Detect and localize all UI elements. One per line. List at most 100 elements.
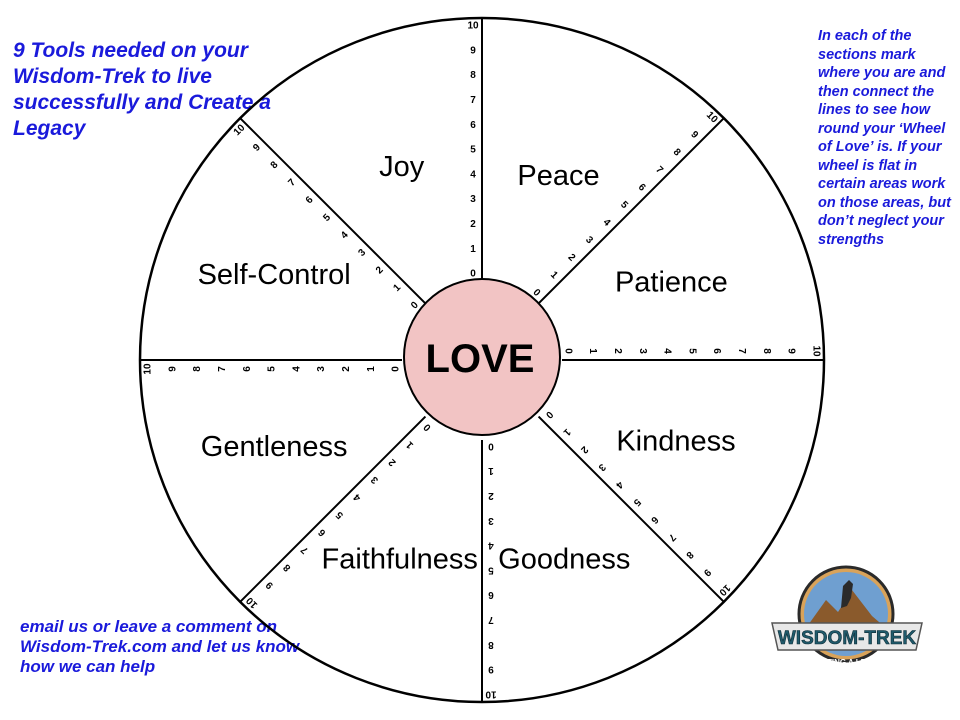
scale-tick-label: 7 (666, 531, 678, 543)
contact-text: email us or leave a comment on Wisdom-Tr… (20, 617, 300, 676)
scale-tick-label: 5 (470, 145, 476, 156)
scale-tick-label: 10 (143, 363, 154, 375)
scale-tick-label: 3 (470, 194, 476, 205)
spoke-line (239, 415, 427, 603)
scale-tick-label: 5 (618, 199, 630, 211)
scale-tick-label: 6 (304, 194, 316, 206)
section-label-self-control: Self-Control (198, 259, 351, 291)
scale-tick-label: 8 (281, 561, 293, 573)
scale-tick-label: 4 (291, 366, 302, 372)
scale-tick-label: 7 (299, 544, 311, 556)
instructions-text: In each of the sections mark where you a… (818, 28, 951, 248)
scale-tick-label: 9 (701, 566, 713, 578)
scale-tick-label: 5 (631, 496, 643, 508)
scale-tick-label: 9 (786, 348, 797, 354)
scale-tick-label: 9 (167, 366, 178, 372)
scale-tick-label: 1 (488, 465, 494, 476)
scale-tick-label: 7 (470, 95, 476, 106)
section-label-peace: Peace (517, 160, 599, 192)
scale-tick-label: 5 (321, 212, 333, 224)
scale-tick-label: 4 (601, 217, 613, 229)
scale-tick-label: 6 (316, 526, 328, 538)
scale-tick-label: 5 (267, 366, 278, 372)
spoke-line (537, 415, 725, 603)
scale-tick-label: 1 (470, 244, 476, 255)
scale-tick-label: 4 (470, 169, 476, 180)
scale-tick-label: 5 (334, 509, 346, 521)
scale-tick-label: 3 (356, 247, 368, 259)
scale-tick-label: 9 (470, 45, 476, 56)
logo-banner (771, 622, 923, 651)
scale-tick-label: 8 (683, 549, 695, 561)
scale-tick-label: 2 (470, 219, 476, 230)
scale-tick-label: 10 (485, 688, 497, 699)
scale-tick-label: 1 (548, 270, 560, 282)
scale-tick-label: 3 (596, 461, 608, 473)
scale-tick-label: 8 (192, 366, 203, 372)
scale-tick-label: 4 (613, 479, 625, 491)
scale-tick-label: 0 (488, 440, 494, 451)
scale-tick-label: 5 (686, 348, 697, 354)
scale-tick-label: 8 (470, 70, 476, 81)
logo-hiker-icon (841, 580, 853, 608)
scale-tick-label: 9 (251, 142, 263, 154)
scale-tick-label: 8 (761, 348, 772, 354)
logo-mountains (806, 590, 886, 628)
scale-tick-label: 2 (566, 252, 578, 264)
scale-tick-label: 0 (470, 269, 476, 280)
scale-tick-label: 4 (339, 229, 351, 241)
scale-tick-label: 7 (736, 348, 747, 354)
scale-tick-label: 2 (341, 366, 352, 372)
scale-tick-label: 1 (404, 438, 416, 450)
scale-tick-label: 2 (386, 456, 398, 468)
scale-tick-label: 0 (543, 408, 555, 420)
scale-tick-label: 2 (578, 444, 590, 456)
scale-tick-label: 0 (562, 348, 573, 354)
scale-tick-label: 4 (351, 491, 363, 503)
scale-tick-label: 8 (488, 639, 494, 650)
scale-tick-label: 4 (662, 348, 673, 354)
scale-tick-label: 3 (369, 474, 381, 486)
scale-tick-label: 1 (392, 282, 404, 294)
scale-tick-label: 6 (470, 120, 476, 131)
scale-tick-label: 9 (688, 129, 700, 141)
scale-tick-label: 2 (374, 264, 386, 276)
logo-tagline-text: CREATING A LEGACY (805, 658, 890, 667)
scale-tick-label: 8 (269, 159, 281, 171)
scale-tick-label: 7 (488, 614, 494, 625)
section-label-goodness: Goodness (498, 544, 630, 576)
scale-tick-label: 8 (671, 147, 683, 159)
scale-tick-label: 6 (242, 366, 253, 372)
scale-tick-label: 9 (264, 579, 276, 591)
section-label-patience: Patience (615, 267, 728, 299)
scale-tick-label: 10 (810, 345, 821, 357)
logo-brand-text: WISDOM-TREK (778, 628, 917, 649)
scale-tick-label: 1 (366, 366, 377, 372)
scale-tick-label: 1 (587, 348, 598, 354)
section-label-gentleness: Gentleness (201, 431, 348, 463)
scale-tick-label: 1 (560, 426, 572, 438)
scale-tick-label: 0 (421, 421, 433, 433)
spoke-line (239, 117, 427, 305)
section-label-joy: Joy (379, 151, 425, 183)
scale-tick-label: 2 (488, 490, 494, 501)
section-label-kindness: Kindness (616, 425, 735, 457)
scale-tick-label: 3 (488, 515, 494, 526)
love-center-circle (403, 278, 561, 436)
spoke-line (537, 117, 725, 305)
scale-tick-label: 9 (488, 664, 494, 675)
scale-tick-label: 7 (217, 366, 228, 372)
scale-tick-label: 2 (612, 348, 623, 354)
scale-tick-label: 0 (391, 366, 402, 372)
scale-tick-label: 4 (488, 540, 494, 551)
wheel-spokes (140, 18, 824, 702)
scale-tick-label: 6 (648, 514, 660, 526)
scale-tick-label: 6 (488, 589, 494, 600)
scale-tick-label: 3 (583, 234, 595, 246)
scale-tick-label: 5 (488, 564, 494, 575)
scale-tick-label: 3 (316, 366, 327, 372)
scale-tick-label: 6 (636, 182, 648, 194)
page-title: 9 Tools needed on your Wisdom-Trek to li… (13, 39, 271, 140)
